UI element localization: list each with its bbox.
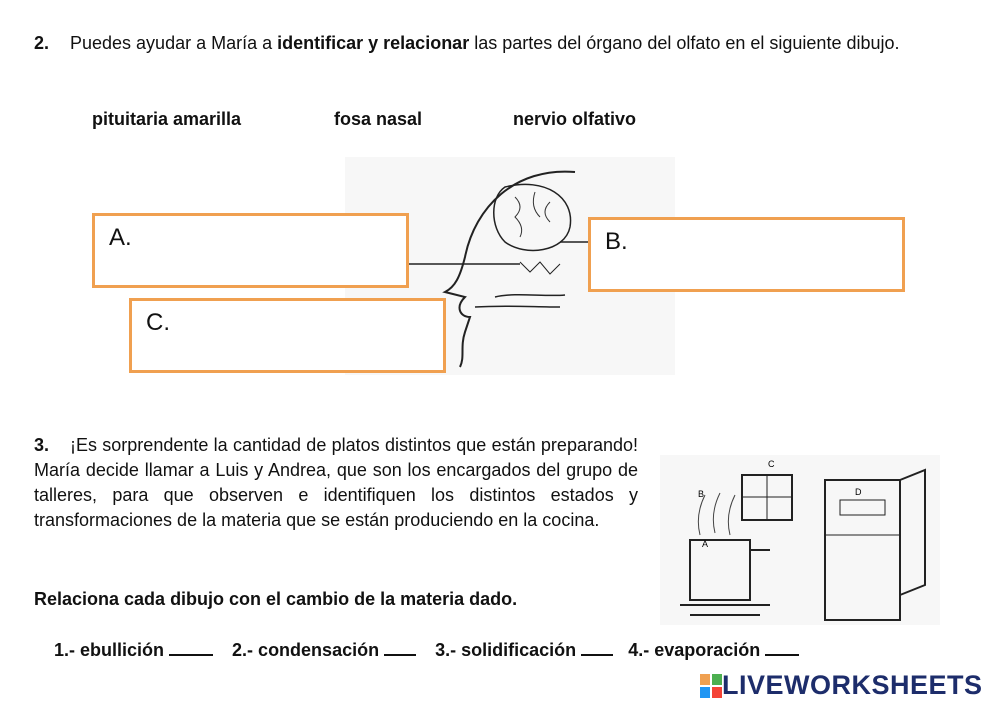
box-c-label: C.: [146, 309, 170, 336]
item-condensacion: 2.- condensación: [232, 640, 380, 660]
word-bank-2: fosa nasal: [334, 109, 423, 129]
logo-text: LIVEWORKSHEETS: [722, 670, 983, 700]
answer-box-c[interactable]: C.: [129, 298, 446, 373]
liveworksheets-logo: LIVEWORKSHEETS: [700, 670, 983, 701]
blank-1[interactable]: [169, 654, 214, 656]
blank-2[interactable]: [384, 654, 417, 656]
q3-number: 3.: [34, 435, 50, 455]
blank-4[interactable]: [765, 654, 800, 656]
label-a: A: [702, 539, 708, 549]
label-c: C: [768, 459, 775, 469]
item-solidificacion: 3.- solidificación: [435, 640, 577, 660]
answer-box-a[interactable]: A.: [92, 213, 409, 288]
word-bank-1: pituitaria amarilla: [92, 109, 242, 129]
q2-number: 2.: [34, 33, 50, 53]
logo-icon: [700, 673, 722, 698]
item-ebullicion: 1.- ebullición: [54, 640, 165, 660]
question-2-text: 2. Puedes ayudar a María a identificar y…: [34, 31, 969, 56]
label-d: D: [855, 487, 862, 497]
question-3-text: ¡Es sorprendente la cantidad de platos d…: [34, 435, 638, 530]
kitchen-illustration: C B A D: [660, 455, 940, 625]
box-a-label: A.: [109, 224, 132, 251]
blank-3[interactable]: [581, 654, 614, 656]
box-b-label: B.: [605, 228, 628, 255]
item-evaporacion: 4.- evaporación: [628, 640, 761, 660]
label-b: B: [698, 489, 704, 499]
q2-text-bold: identificar y relacionar: [277, 33, 470, 53]
answer-box-b[interactable]: B.: [588, 217, 905, 292]
answer-row: 1.- ebullición 2.- condensación 3.- soli…: [54, 638, 800, 663]
q2-text-a: Puedes ayudar a María a: [70, 33, 278, 53]
q2-text-b: las partes del órgano del olfato en el s…: [469, 33, 900, 53]
q3-instruction: Relaciona cada dibujo con el cambio de l…: [34, 589, 518, 609]
word-bank-3: nervio olfativo: [513, 109, 637, 129]
